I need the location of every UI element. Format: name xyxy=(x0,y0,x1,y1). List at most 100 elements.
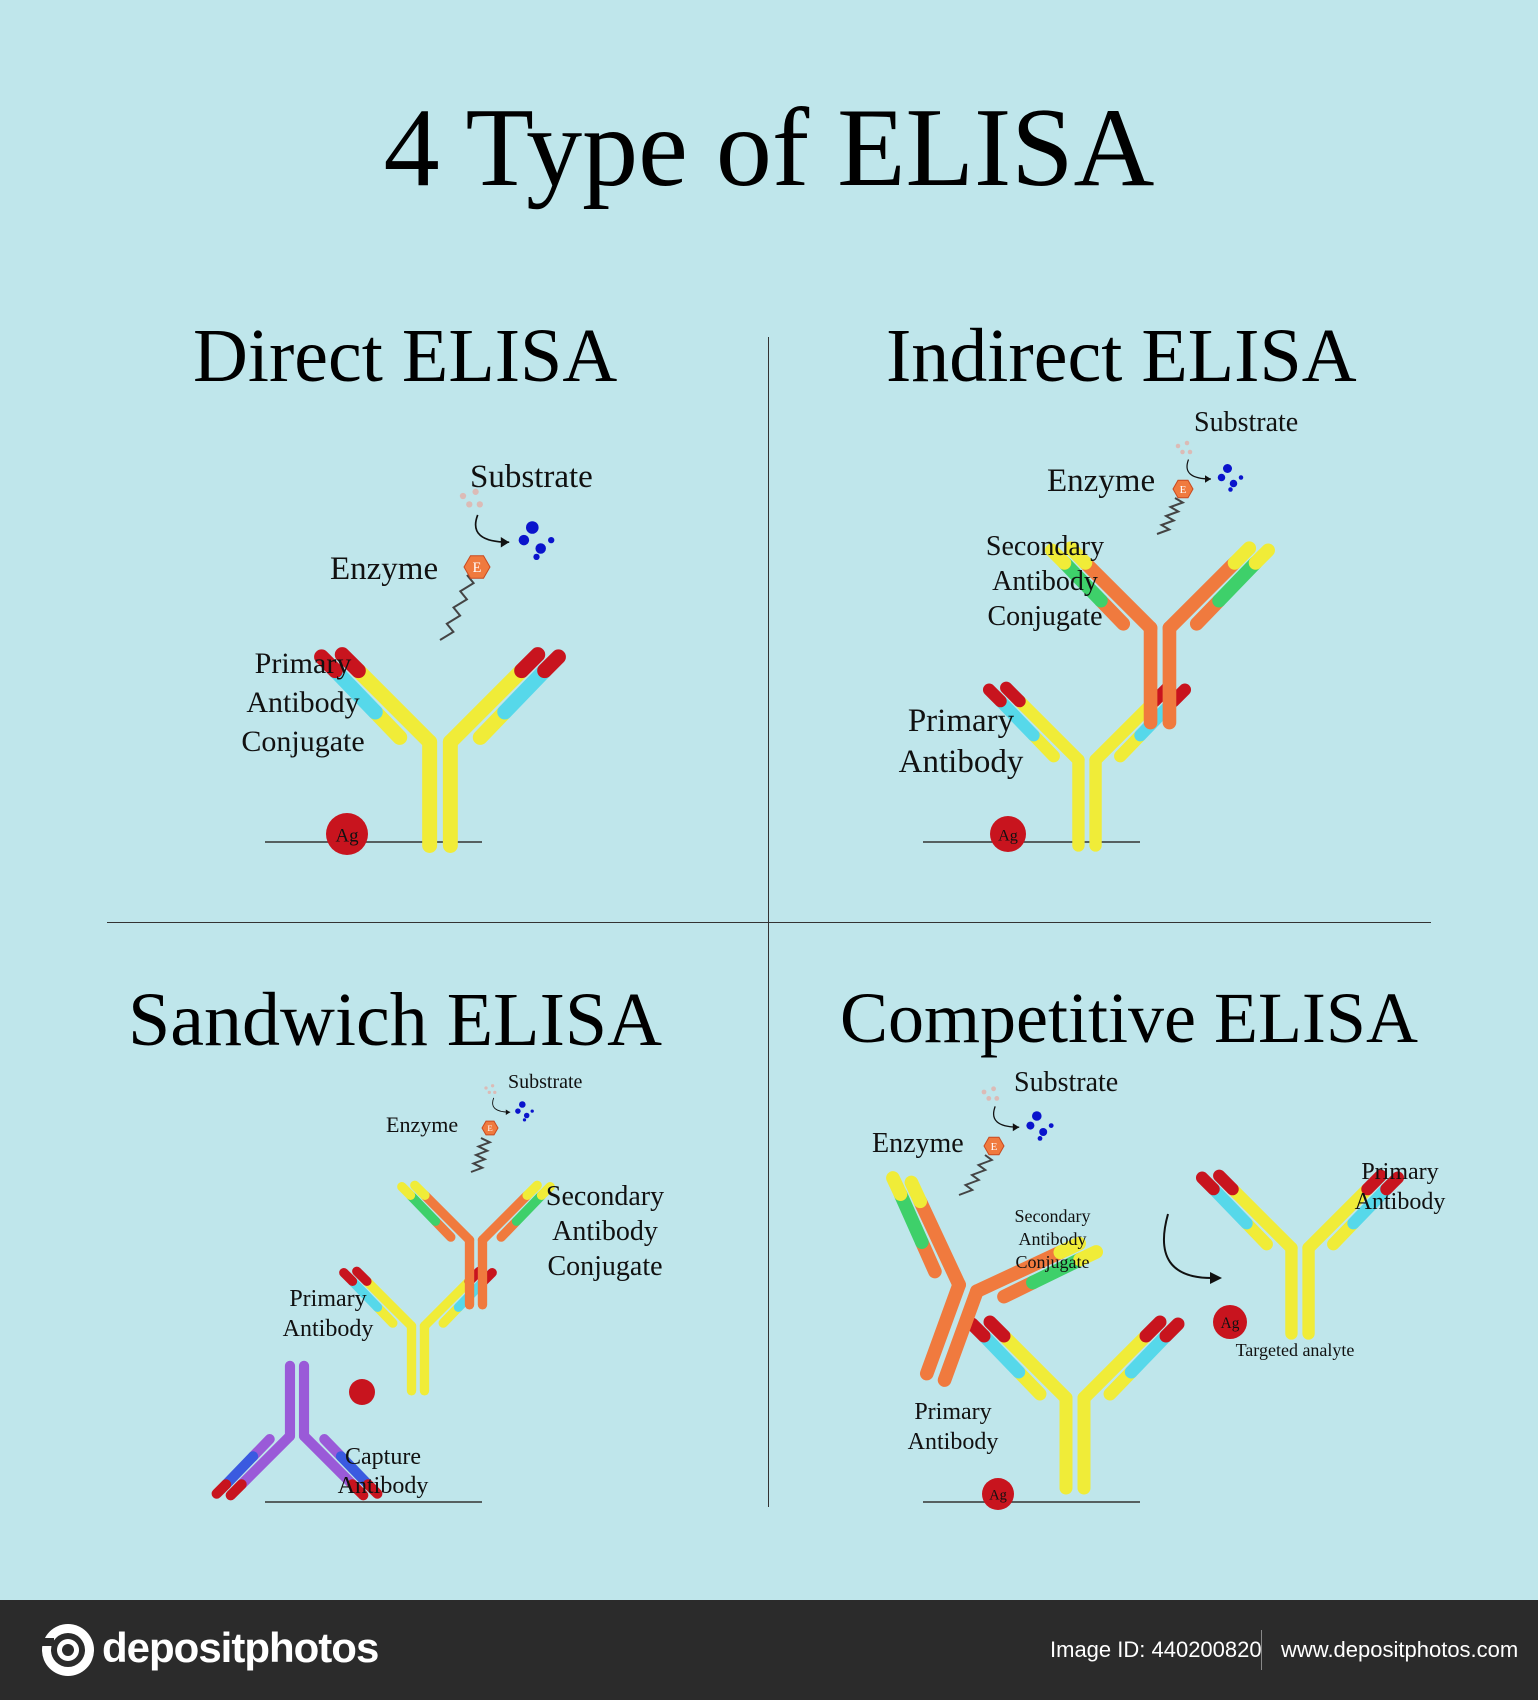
antigen-binding-tip xyxy=(347,1479,369,1501)
heavy-arm-left xyxy=(477,1190,532,1245)
light-chain-left-variable xyxy=(497,663,553,720)
antigen-mark: Ag xyxy=(989,1488,1007,1504)
light-chain-right-variable xyxy=(347,1276,383,1312)
sandwich-primary-label-line2: Antibody xyxy=(282,1316,374,1342)
light-chain-right-variable xyxy=(1207,1182,1253,1230)
primary-antibody-conjugate xyxy=(314,647,566,853)
product-dot xyxy=(1217,473,1226,482)
antigen-binding-tip xyxy=(352,1266,372,1287)
indirect-secondary-label-line3: Conjugate xyxy=(987,601,1103,632)
reaction-arrow-head xyxy=(500,536,510,548)
antigen-binding-tip xyxy=(1213,1169,1239,1196)
heavy-arm-left xyxy=(236,1430,296,1490)
antigen-binding-tip xyxy=(1053,1236,1086,1260)
main-title: 4 Type of ELISA xyxy=(383,86,1155,210)
substrate-particle xyxy=(981,1089,987,1095)
substrate-particle xyxy=(490,1084,495,1088)
camera-logo-icon xyxy=(42,1624,94,1676)
reaction-arrow-head xyxy=(1205,475,1211,483)
antigen-binding-tip xyxy=(1073,1245,1104,1267)
light-chain-left-variable xyxy=(1347,1182,1393,1230)
capture-antibody xyxy=(211,1360,383,1501)
direct-elisa-title: Direct ELISA xyxy=(193,314,618,398)
antigen-binding-tip xyxy=(537,649,566,679)
antigen-binding-tip xyxy=(1000,681,1026,708)
light-chain-right-variable xyxy=(994,694,1040,742)
light-chain-right-variable xyxy=(977,1329,1026,1379)
product-dot xyxy=(1238,475,1244,480)
antigen-binding-tip xyxy=(211,1479,232,1499)
sandwich-enzyme-label: Enzyme xyxy=(386,1112,459,1137)
linker xyxy=(958,1154,994,1196)
product-dot xyxy=(1026,1121,1035,1130)
direct-elisa-illustration: AgE xyxy=(265,488,566,855)
linker xyxy=(439,574,476,641)
indirect-enzyme-label: Enzyme xyxy=(1047,463,1156,499)
enzyme-mark: E xyxy=(991,1141,998,1153)
sandwich-secondary-label-line2: Antibody xyxy=(552,1216,658,1247)
reaction-arrow-head xyxy=(505,1109,511,1115)
product-dot xyxy=(1037,1136,1043,1141)
antigen-binding-tip xyxy=(410,1180,430,1201)
heavy-arm-right xyxy=(997,1329,1073,1405)
antigen-binding-tip xyxy=(339,1268,358,1287)
antigen-binding-tip xyxy=(225,1479,247,1501)
substrate-reaction xyxy=(484,1084,534,1122)
heavy-arm-right xyxy=(298,1430,358,1490)
competitive-free-primary-label-line1: Primary xyxy=(1361,1159,1439,1185)
antigen-binding-tip xyxy=(982,683,1007,708)
light-chain-left-variable xyxy=(1124,1329,1173,1379)
competitive-enzyme-label: Enzyme xyxy=(872,1128,964,1159)
reaction-arrow xyxy=(1186,459,1212,480)
sandwich-secondary-label-line3: Conjugate xyxy=(547,1251,663,1282)
indirect-secondary-label-line1: Secondary xyxy=(985,531,1105,562)
reaction-arrow-head xyxy=(1012,1123,1020,1132)
indirect-elisa-title: Indirect ELISA xyxy=(886,314,1357,398)
substrate-reaction xyxy=(981,1086,1054,1141)
sandwich-substrate-label: Substrate xyxy=(508,1071,583,1093)
competitive-secondary-label-line1: Secondary xyxy=(1014,1206,1091,1226)
product-dot xyxy=(533,553,540,561)
direct-primary-label-line2: Antibody xyxy=(246,686,360,719)
competitive-secondary-label-line3: Conjugate xyxy=(1015,1252,1090,1272)
secondary-antibody-conjugate xyxy=(886,1171,1104,1387)
enzyme-hexagon xyxy=(463,555,491,579)
heavy-arm-left xyxy=(1162,556,1242,635)
antigen-binding-tip xyxy=(1380,1171,1405,1196)
heavy-arm-left xyxy=(970,1245,1068,1299)
antigen-binding-tip xyxy=(1248,543,1275,570)
substrate-particle xyxy=(986,1096,992,1101)
light-chain-left-variable xyxy=(1212,556,1263,608)
heavy-chain-left xyxy=(937,1284,984,1387)
heavy-chain-right xyxy=(919,1277,966,1381)
antigen-binding-tip xyxy=(1063,541,1093,570)
indirect-substrate-label: Substrate xyxy=(1194,407,1299,438)
heavy-arm-right xyxy=(420,1190,475,1245)
antigen-binding-tip xyxy=(334,647,366,679)
substrate-particle xyxy=(472,488,479,495)
antigen-binding-tip xyxy=(522,1180,542,1201)
light-chain-right-variable xyxy=(335,1451,374,1490)
product-dot xyxy=(530,1109,534,1113)
binding-arrow xyxy=(1163,1213,1213,1279)
product-dot xyxy=(1032,1111,1042,1121)
antigen-binding-tip xyxy=(1045,543,1072,570)
reaction-arrow xyxy=(492,1097,511,1113)
heavy-arm-left xyxy=(1077,1329,1153,1405)
direct-enzyme-label: Enzyme xyxy=(330,551,439,587)
product-dot xyxy=(548,536,555,544)
antigen-binding-tip xyxy=(536,1182,555,1201)
enzyme-mark: E xyxy=(487,1123,492,1133)
indirect-elisa-illustration: AgE xyxy=(923,440,1275,852)
substrate-particle xyxy=(487,1090,491,1095)
binding-arrow-head xyxy=(1210,1272,1222,1284)
indirect-primary-label-line1: Primary xyxy=(907,703,1015,739)
image-id: Image ID: 440200820 xyxy=(1050,1637,1262,1662)
antigen-binding-tip xyxy=(397,1182,416,1201)
product-dot xyxy=(523,1112,530,1119)
substrate-particle xyxy=(994,1096,1000,1101)
substrate-particle xyxy=(493,1090,497,1095)
product-dot xyxy=(1039,1128,1048,1136)
